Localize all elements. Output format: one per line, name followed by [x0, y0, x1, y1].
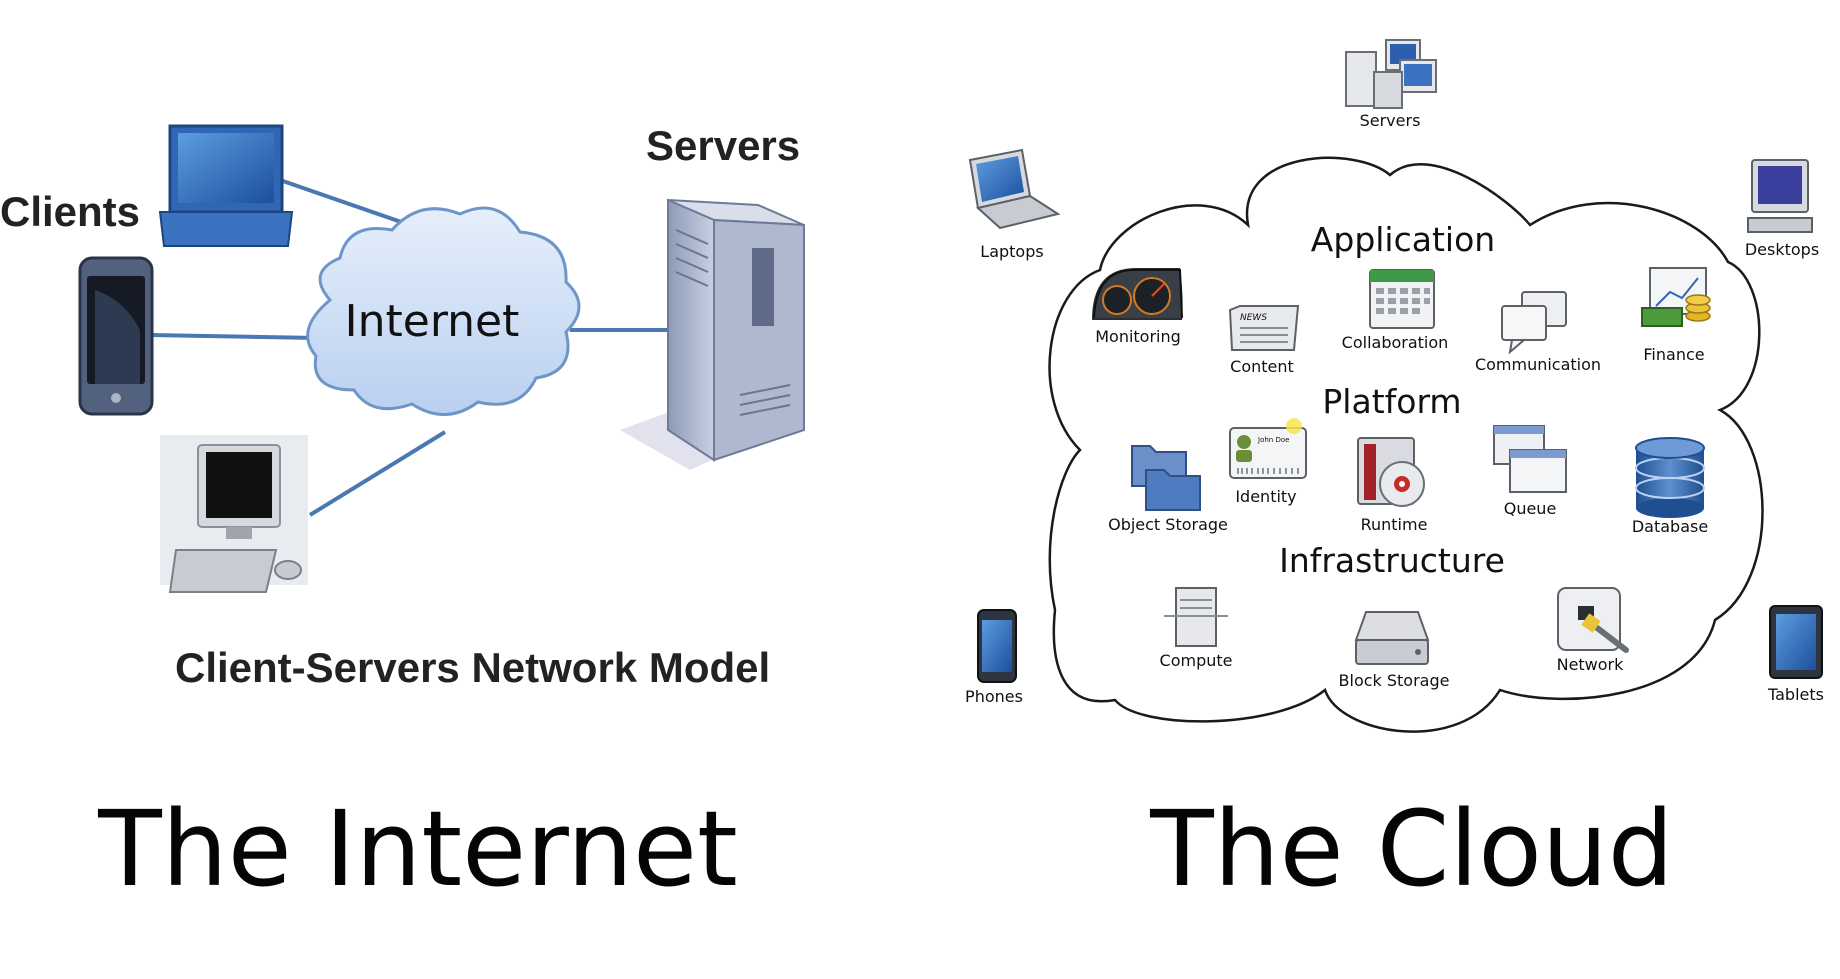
outer-laptops: Laptops — [968, 148, 1061, 261]
server-tower-icon — [620, 198, 805, 470]
layer-application: Application — [1311, 220, 1495, 259]
runtime-label: Runtime — [1361, 515, 1428, 534]
service-communication: Communication — [1475, 291, 1601, 374]
chat-bubbles-icon — [1501, 291, 1567, 355]
block-storage-label: Block Storage — [1339, 671, 1450, 690]
service-queue: Queue — [1493, 425, 1567, 518]
finance-chart-icon — [1641, 267, 1711, 327]
outer-desktops: Desktops — [1745, 159, 1819, 259]
internet-cloud-label: Internet — [345, 296, 520, 347]
layer-infrastructure: Infrastructure — [1279, 541, 1505, 580]
service-identity: John Doe Identity — [1229, 418, 1307, 506]
gauge-dashboard-icon — [1092, 268, 1183, 320]
collaboration-label: Collaboration — [1342, 333, 1449, 352]
layer-platform: Platform — [1322, 382, 1461, 421]
phone-icon — [78, 256, 154, 416]
cloud-title: The Cloud — [1149, 788, 1674, 910]
link-phone-internet — [149, 333, 319, 340]
internet-title: The Internet — [97, 788, 737, 910]
outer-phones: Phones — [965, 609, 1023, 706]
service-monitoring: Monitoring — [1092, 268, 1183, 346]
identity-label: Identity — [1235, 487, 1296, 506]
monitoring-label: Monitoring — [1095, 327, 1181, 346]
phones-device-label: Phones — [965, 687, 1023, 706]
service-database: Database — [1632, 437, 1708, 536]
database-label: Database — [1632, 517, 1708, 536]
queue-windows-icon — [1493, 425, 1567, 493]
tablet-small-icon — [1769, 605, 1823, 679]
desktops-device-label: Desktops — [1745, 240, 1819, 259]
newspaper-icon: NEWS — [1228, 305, 1300, 351]
service-runtime: Runtime — [1357, 437, 1428, 534]
finance-label: Finance — [1643, 345, 1704, 364]
clients-label: Clients — [0, 188, 140, 235]
desktop-small-icon — [1747, 159, 1813, 233]
diagram-caption: Client-Servers Network Model — [175, 644, 770, 691]
tablets-device-label: Tablets — [1767, 685, 1824, 704]
database-cylinder-icon — [1635, 437, 1705, 518]
calendar-icon — [1369, 269, 1435, 329]
outer-servers: Servers — [1345, 39, 1437, 130]
phone-small-icon — [977, 609, 1017, 683]
communication-label: Communication — [1475, 355, 1601, 374]
service-content: NEWS Content — [1228, 305, 1300, 376]
cloud-panel: Servers Laptops Desktops Phones — [965, 39, 1824, 910]
service-finance: Finance — [1641, 267, 1711, 364]
object-storage-label: Object Storage — [1108, 515, 1228, 534]
queue-label: Queue — [1504, 499, 1557, 518]
server-box-icon — [1164, 587, 1228, 647]
news-badge-text: NEWS — [1240, 313, 1267, 323]
network-label: Network — [1557, 655, 1625, 674]
id-card-icon: John Doe — [1229, 418, 1307, 479]
outer-tablets: Tablets — [1767, 605, 1824, 704]
internet-cloud: Internet — [306, 206, 581, 416]
service-block-storage: Block Storage — [1339, 611, 1450, 690]
servers-label: Servers — [646, 122, 800, 169]
id-card-name-text: John Doe — [1257, 436, 1289, 444]
laptops-device-label: Laptops — [980, 242, 1043, 261]
link-desktop-internet — [308, 430, 447, 517]
service-collaboration: Collaboration — [1342, 269, 1449, 352]
compute-label: Compute — [1160, 651, 1233, 670]
service-object-storage: Object Storage — [1108, 445, 1228, 534]
servers-rack-icon — [1345, 39, 1437, 109]
servers-device-label: Servers — [1360, 111, 1421, 130]
hard-drive-icon — [1354, 611, 1430, 665]
content-label: Content — [1230, 357, 1294, 376]
service-network: Network — [1557, 587, 1629, 674]
desktop-computer-icon — [160, 435, 308, 593]
laptop-small-icon — [968, 148, 1061, 230]
internet-panel: Internet Clients Servers Client-Servers … — [0, 122, 805, 910]
folders-icon — [1131, 445, 1201, 511]
runtime-disc-icon — [1357, 437, 1425, 507]
network-port-icon — [1557, 587, 1629, 653]
service-compute: Compute — [1160, 587, 1233, 670]
laptop-icon — [158, 124, 294, 247]
